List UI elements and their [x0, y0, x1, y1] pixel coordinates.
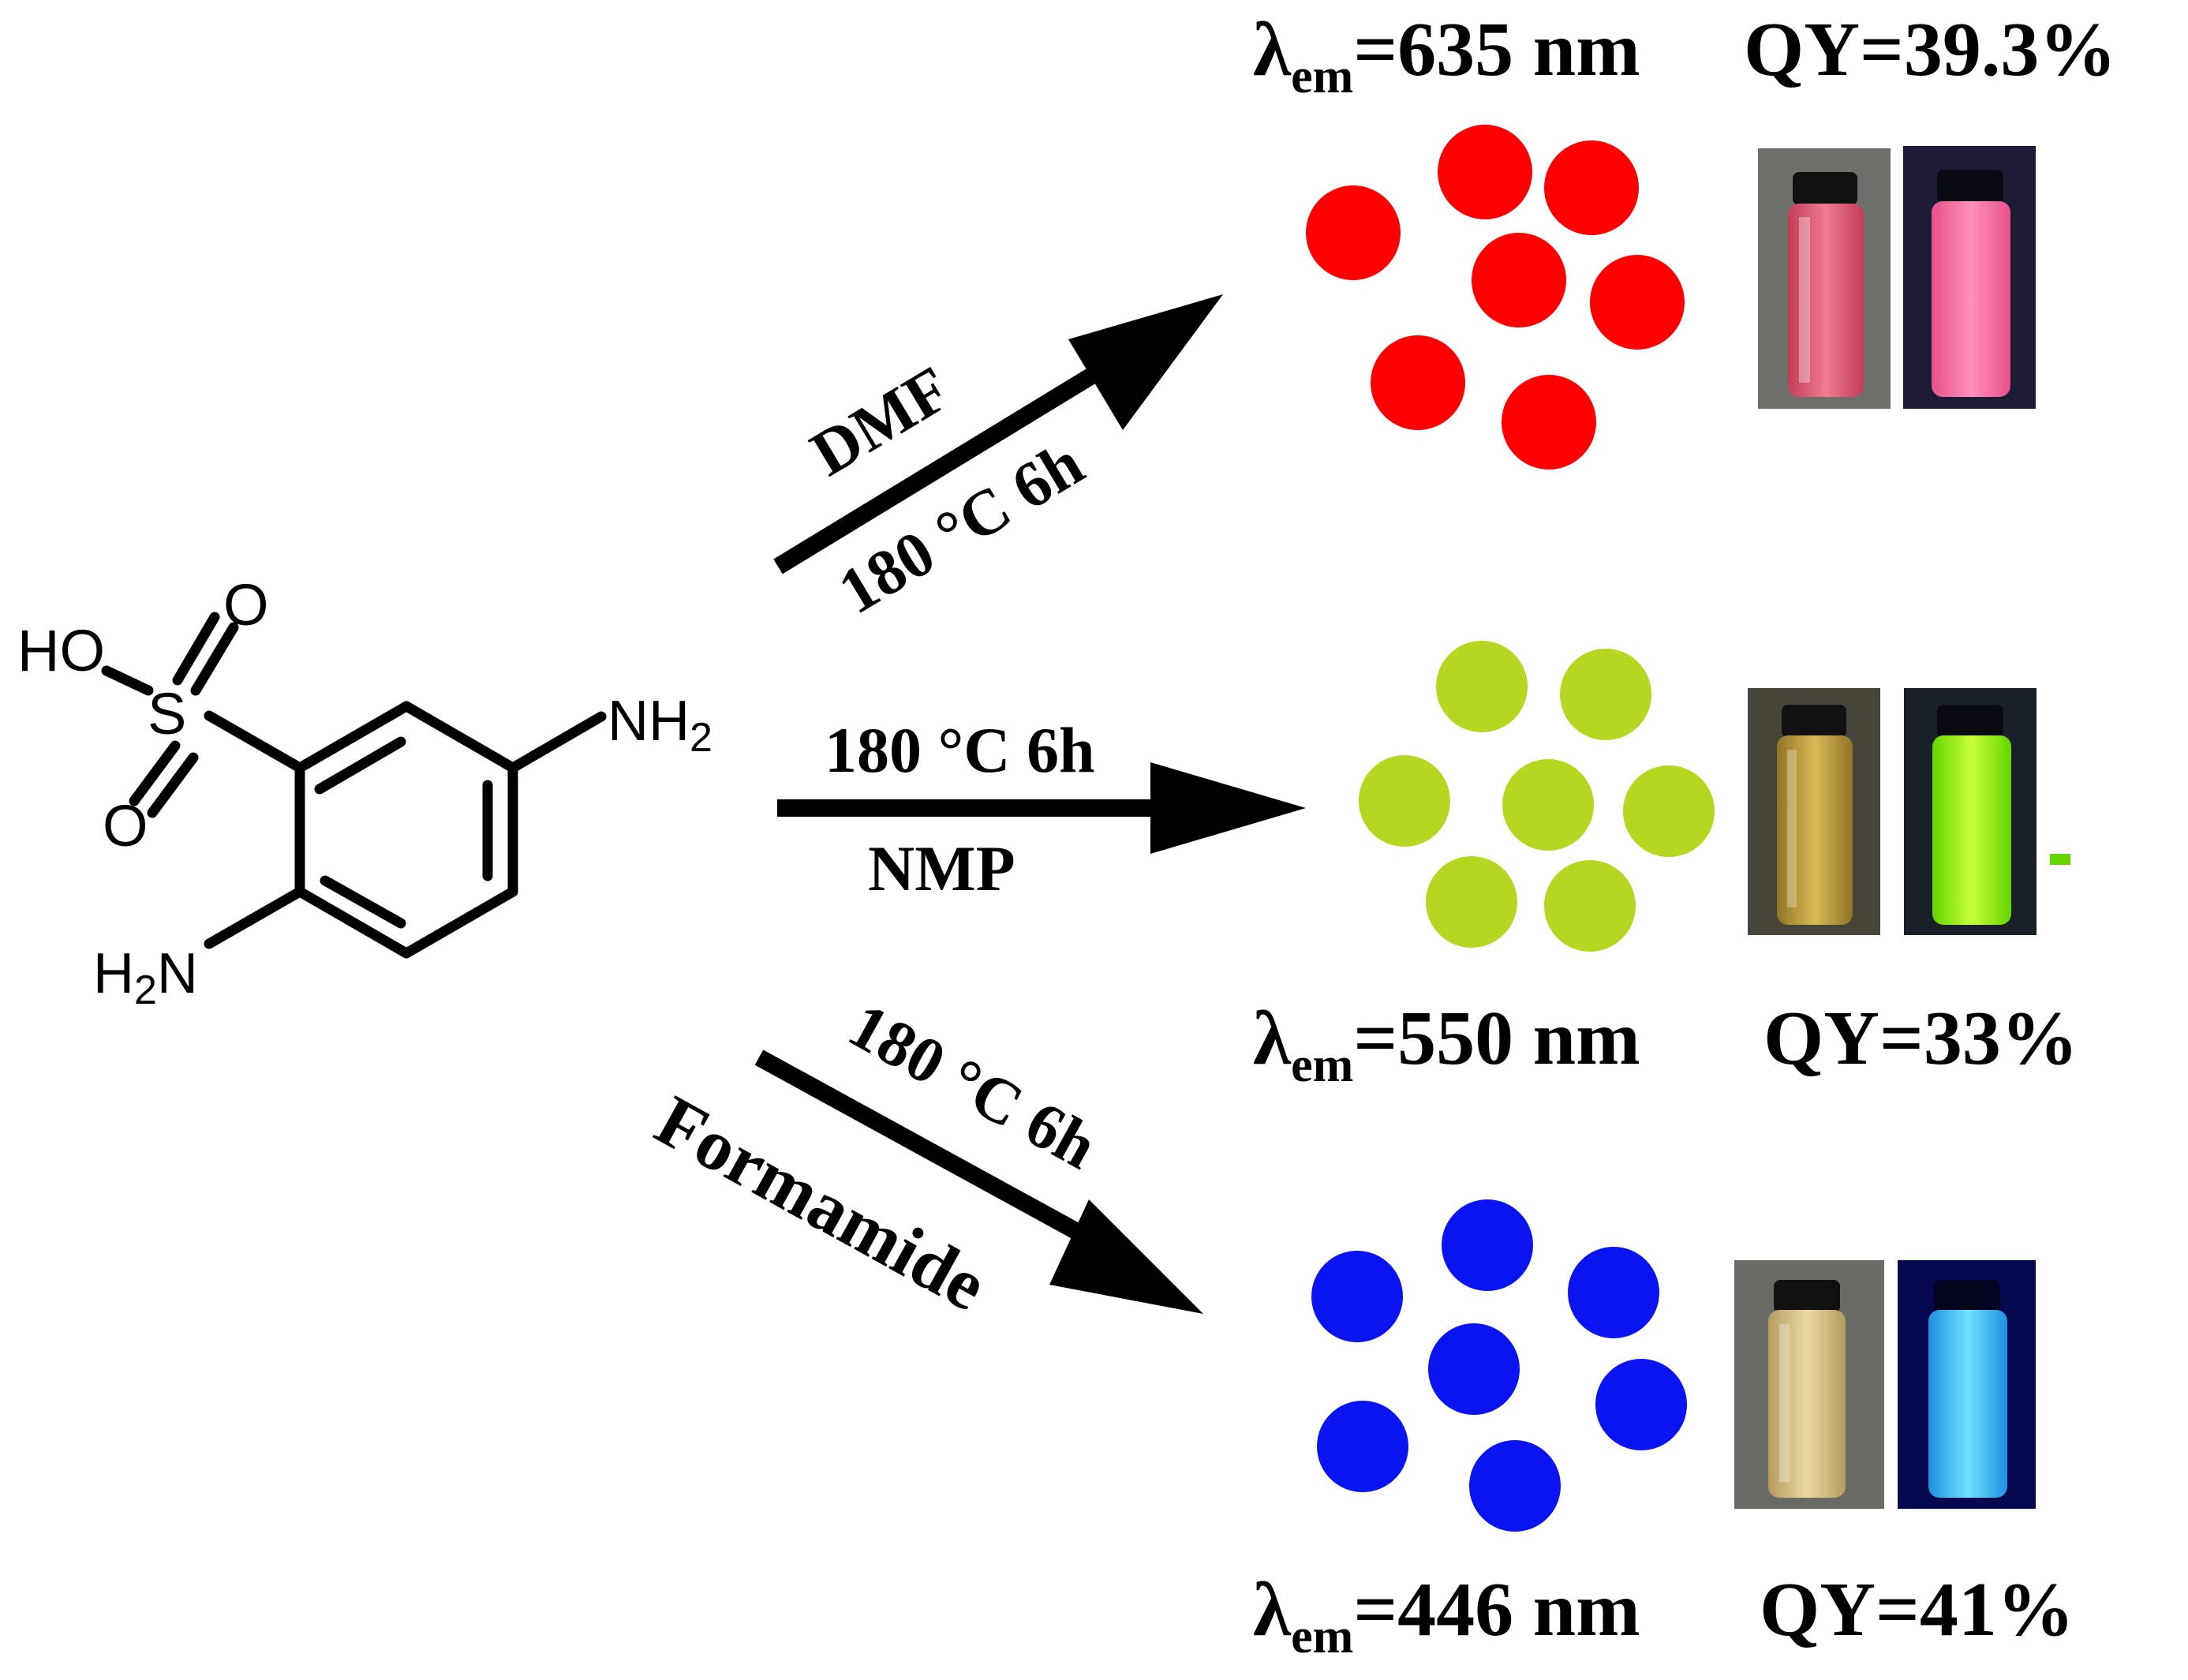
amine-left-h: H — [93, 942, 134, 1005]
atom-amine-right: NH2 — [608, 690, 713, 761]
green-marker-dash — [2050, 854, 2070, 865]
benzene-ring — [101, 612, 607, 959]
carbon-dot — [1306, 185, 1401, 280]
reactant-molecule: HO S O O NH2 H2N — [17, 572, 713, 1013]
lambda-sub-red: em — [1291, 50, 1353, 103]
lambda-value-red: =635 nm — [1353, 7, 1640, 92]
carbon-dot — [1436, 641, 1528, 732]
solvent-formamide: Formamide — [643, 1079, 1000, 1326]
amine-right-subscript: 2 — [690, 715, 713, 761]
carbon-dot — [1311, 1251, 1403, 1342]
lambda-sub-blue: em — [1291, 1610, 1353, 1663]
emission-labels: λem=635 nm QY=39.3% λem=550 nm QY=33% λe… — [1253, 7, 2116, 1663]
carbon-dot — [1590, 255, 1685, 350]
carbon-dot — [1560, 649, 1651, 740]
carbon-dot — [1472, 233, 1566, 327]
lambda-symbol-blue: λ — [1253, 1567, 1292, 1652]
carbon-dot — [1568, 1247, 1659, 1338]
dots-red — [1306, 125, 1685, 470]
carbon-dot — [1438, 125, 1532, 219]
atom-ho: HO — [17, 618, 105, 683]
conditions-nmp: 180 °C 6h — [825, 714, 1095, 786]
vial-photo-green-uv — [1904, 688, 2037, 935]
carbon-dot — [1544, 860, 1636, 952]
carbon-dot — [1502, 759, 1594, 851]
carbon-dot — [1595, 1359, 1687, 1450]
arrow-dmf — [773, 294, 1223, 574]
carbon-dot — [1428, 1323, 1520, 1415]
arrow-nmp — [777, 762, 1306, 854]
vial-photo-blue-uv — [1898, 1260, 2036, 1509]
carbon-dot — [1359, 755, 1450, 847]
lambda-sub-green: em — [1291, 1038, 1353, 1092]
atom-oxygen-bottom: O — [103, 793, 148, 859]
lambda-value-green: =550 nm — [1353, 996, 1640, 1081]
carbon-dot — [1317, 1401, 1408, 1492]
atom-sulfur: S — [148, 681, 186, 746]
carbon-dot — [1426, 856, 1517, 948]
reaction-arrows — [754, 294, 1306, 1314]
emission-blue: λem=446 nm — [1253, 1567, 1640, 1663]
lambda-symbol-red: λ — [1253, 7, 1292, 92]
amine-left-n: N — [157, 942, 198, 1005]
conditions-formamide: 180 °C 6h — [837, 989, 1109, 1183]
vial-photo-red-daylight — [1758, 148, 1891, 409]
atom-amine-left: H2N — [93, 942, 198, 1013]
qy-blue: QY=41% — [1760, 1567, 2074, 1652]
carbon-dot — [1623, 765, 1715, 857]
qy-green: QY=33% — [1763, 996, 2078, 1081]
carbon-dot — [1469, 1440, 1561, 1532]
qy-red: QY=39.3% — [1744, 7, 2116, 92]
lambda-symbol-green: λ — [1253, 996, 1292, 1081]
amine-left-subscript: 2 — [134, 967, 157, 1013]
dots-blue — [1311, 1199, 1687, 1532]
arrow-formamide — [754, 1050, 1203, 1314]
emission-red: λem=635 nm — [1253, 7, 1640, 103]
dots-green — [1359, 641, 1715, 952]
carbon-dot — [1442, 1199, 1533, 1291]
vial-photo-red-uv — [1903, 146, 2036, 409]
lambda-value-blue: =446 nm — [1353, 1567, 1640, 1652]
vial-photo-green-daylight — [1748, 688, 1880, 935]
emission-green: λem=550 nm — [1253, 996, 1640, 1092]
atom-oxygen-top: O — [223, 572, 269, 638]
carbon-dot — [1502, 375, 1596, 470]
carbon-dot — [1544, 140, 1639, 235]
vial-photo-blue-daylight — [1734, 1260, 1884, 1509]
amine-right-nh: NH — [608, 690, 690, 753]
carbon-dot — [1371, 335, 1465, 430]
solvent-nmp: NMP — [868, 833, 1015, 904]
